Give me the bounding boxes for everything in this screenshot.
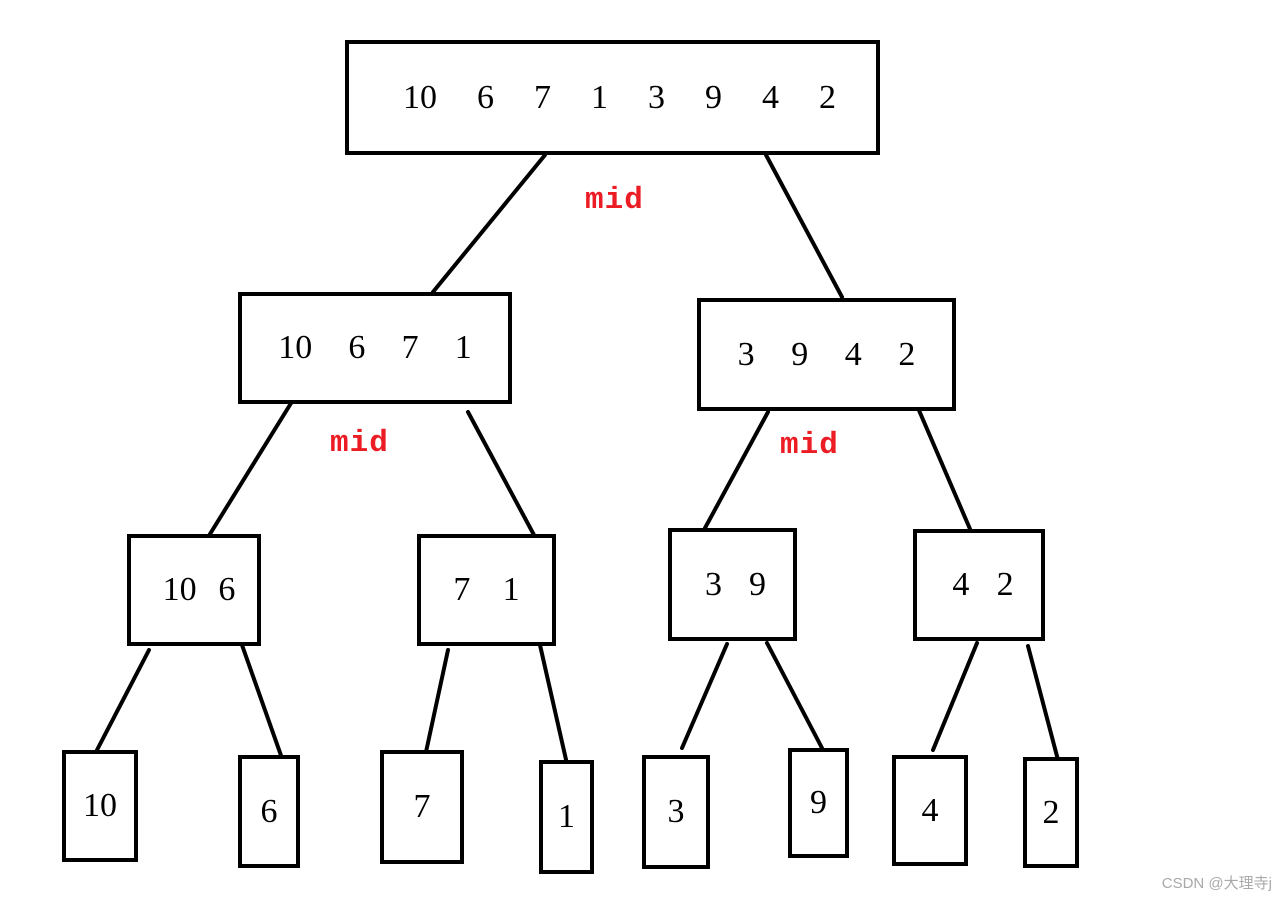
array-value: 6 — [348, 329, 366, 366]
mid-label: mid — [780, 428, 839, 463]
array-value: 7 — [413, 788, 431, 825]
array-value: 3 — [648, 78, 665, 116]
array-value: 1 — [591, 78, 608, 116]
array-value: 4 — [844, 335, 862, 373]
array-value: 3 — [667, 793, 685, 830]
array-value: 1 — [454, 329, 472, 366]
array-value: 2 — [898, 335, 916, 373]
connector-line — [1026, 644, 1060, 762]
array-value: 10 — [278, 329, 313, 366]
array-value: 2 — [996, 566, 1014, 603]
connector-line — [95, 648, 151, 752]
leaf-node: 1 — [539, 760, 594, 874]
array-value: 7 — [401, 329, 419, 366]
array-value: 2 — [1042, 793, 1060, 831]
connector-line — [916, 406, 972, 531]
array-value: 1 — [502, 571, 520, 608]
array-value: 4 — [952, 566, 970, 603]
connector-line — [431, 153, 547, 294]
leaf-node: 2 — [1023, 757, 1079, 868]
leaf-node: 3 — [642, 755, 710, 869]
array-value: 7 — [453, 571, 471, 608]
array-value: 6 — [260, 792, 278, 830]
array-value: 3 — [705, 565, 722, 603]
array-value: 10 — [403, 78, 437, 116]
array-value: 9 — [705, 78, 722, 116]
array-value: 2 — [819, 78, 836, 116]
connector-line — [424, 648, 450, 754]
leaf-node: 7 — [380, 750, 464, 864]
array-value: 6 — [477, 78, 494, 116]
leaf-node: 10 — [62, 750, 138, 862]
leaf-node: 4 — [892, 755, 968, 866]
array-value: 1 — [558, 798, 575, 835]
mid-label: mid — [585, 183, 644, 218]
array-value: 4 — [762, 78, 779, 116]
array-value: 6 — [218, 571, 236, 608]
array-value: 9 — [749, 565, 766, 603]
array-value: 4 — [921, 791, 939, 829]
connector-line — [765, 641, 824, 750]
array-value: 10 — [162, 571, 197, 608]
csdn-watermark: CSDN @大理寺j — [1161, 875, 1272, 892]
connector-line — [240, 643, 286, 766]
connector-line — [764, 153, 844, 299]
connector-line — [680, 642, 729, 750]
connector-line — [208, 398, 295, 536]
array-node-10-6: 10 6 — [127, 534, 261, 646]
leaf-node: 9 — [788, 748, 849, 858]
array-value: 9 — [810, 784, 827, 821]
array-value: 7 — [534, 78, 551, 116]
mid-label: mid — [330, 426, 389, 461]
leaf-node: 6 — [238, 755, 300, 868]
array-value: 10 — [83, 787, 117, 824]
connector-line — [703, 410, 770, 530]
connector-line — [538, 643, 569, 766]
array-value: 3 — [737, 335, 755, 373]
connector-line — [931, 641, 979, 752]
array-value: 9 — [791, 335, 809, 373]
array-node-root: 10 6 7 1 3 9 4 2 — [345, 40, 880, 155]
connector-line — [466, 410, 536, 537]
